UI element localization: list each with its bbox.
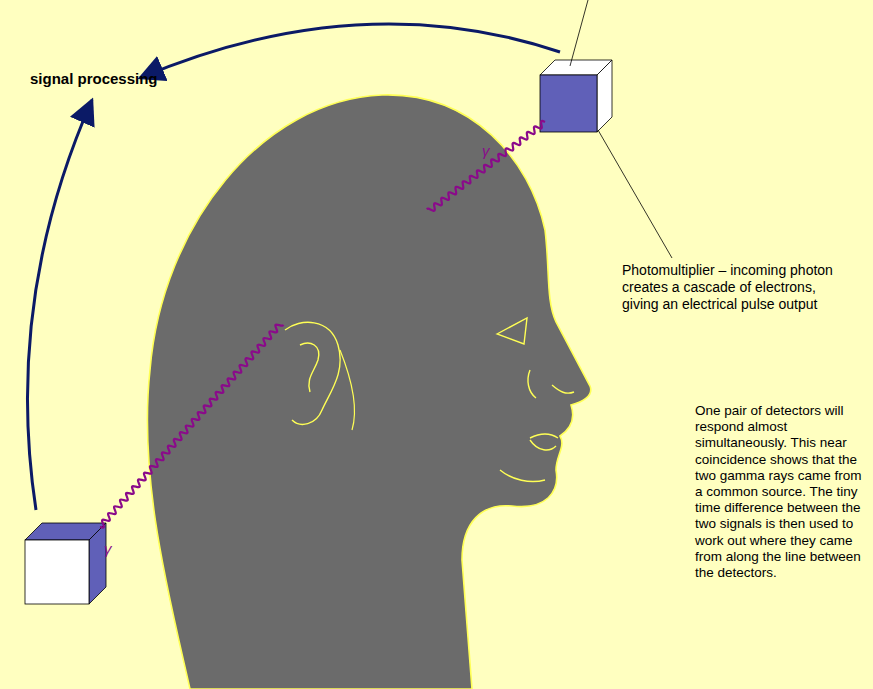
eye xyxy=(497,318,527,344)
gamma-symbol: γ xyxy=(104,540,112,558)
mouth xyxy=(530,434,558,450)
leader-line xyxy=(570,0,588,66)
leader-line xyxy=(598,130,672,258)
process-label: signal processing xyxy=(30,70,158,88)
head-silhouette xyxy=(147,95,590,689)
detector-top xyxy=(540,60,612,132)
signal-arc xyxy=(140,24,560,78)
gamma-ray xyxy=(100,325,284,528)
signal-arc xyxy=(27,100,92,510)
jaw-line xyxy=(340,350,354,430)
ear xyxy=(285,322,340,424)
chin-line xyxy=(500,470,545,482)
callout-note: Photomultiplier – incoming photon create… xyxy=(622,262,844,312)
nose-line xyxy=(528,370,536,398)
gamma-ray xyxy=(427,121,545,211)
gamma-symbol: γ xyxy=(482,142,490,160)
explanation-note: One pair of detectors will respond almos… xyxy=(695,403,865,581)
detector-bottom xyxy=(25,523,106,604)
nostril xyxy=(552,385,574,393)
